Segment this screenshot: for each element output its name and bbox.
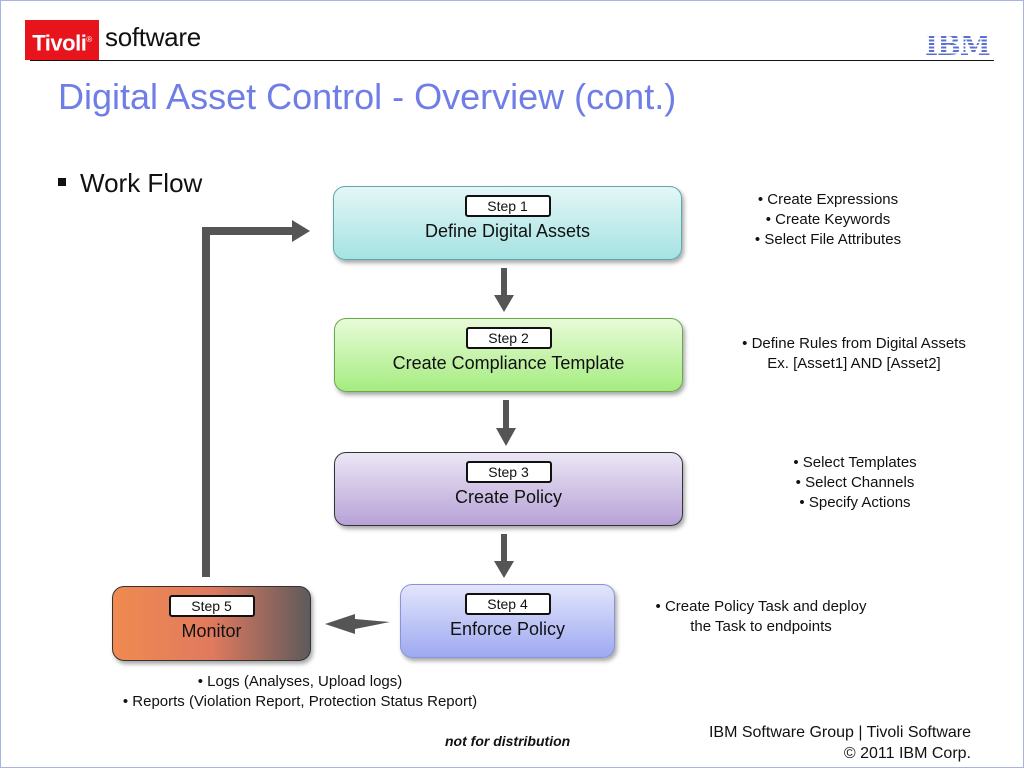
step-4-label: Enforce Policy [449, 619, 566, 639]
note-line: • Create Keywords [765, 211, 891, 228]
software-wordmark: software [105, 22, 201, 52]
arrow-step5-to-step1 [202, 220, 310, 577]
distribution-notice: not for distribution [445, 733, 571, 749]
step-5-box[interactable]: Step 5 Monitor [112, 586, 311, 661]
tivoli-logo: Tivoli® [25, 20, 99, 60]
step-1-notes: • Create Expressions • Create Keywords •… [718, 190, 938, 250]
header-divider [30, 60, 994, 61]
step-1-box[interactable]: Step 1 Define Digital Assets [333, 186, 682, 260]
step-5-badge: Step 5 [168, 595, 255, 617]
note-line: • Specify Actions [799, 494, 911, 511]
step-5-label: Monitor [181, 621, 242, 641]
footer: IBM Software Group | Tivoli Software © 2… [709, 722, 971, 764]
footer-group: IBM Software Group | Tivoli Software [708, 724, 971, 741]
note-line: the Task to endpoints [690, 618, 832, 635]
ibm-logo: IBM [925, 29, 991, 62]
step-5-notes: • Logs (Analyses, Upload logs) • Reports… [80, 672, 520, 712]
step-1-label: Define Digital Assets [424, 221, 591, 241]
arrow-step2-to-step3 [496, 400, 516, 446]
registered-mark: ® [86, 35, 92, 44]
step-3-notes: • Select Templates • Select Channels • S… [755, 453, 955, 513]
step-3-label: Create Policy [454, 487, 563, 507]
step-3-box[interactable]: Step 3 Create Policy [334, 452, 683, 526]
step-2-notes: • Define Rules from Digital Assets Ex. [… [712, 334, 996, 374]
arrow-step4-to-step5 [325, 614, 390, 634]
step-2-label: Create Compliance Template [392, 353, 625, 373]
bullet-text: Work Flow [80, 168, 203, 198]
tivoli-logo-text: Tivoli [32, 30, 87, 56]
note-line: • Select Channels [795, 474, 915, 491]
note-line: • Select Templates [793, 454, 917, 471]
step-1-badge: Step 1 [464, 195, 551, 217]
note-line: Ex. [Asset1] AND [Asset2] [767, 355, 941, 372]
arrow-step3-to-step4 [494, 534, 514, 578]
step-4-notes: • Create Policy Task and deploy the Task… [630, 597, 892, 637]
note-line: • Logs (Analyses, Upload logs) [197, 673, 403, 690]
step-2-box[interactable]: Step 2 Create Compliance Template [334, 318, 683, 392]
bullet-work-flow: Work Flow [58, 168, 202, 199]
arrow-step1-to-step2 [494, 268, 514, 312]
slide-title: Digital Asset Control - Overview (cont.) [58, 76, 677, 117]
note-line: • Create Expressions [757, 191, 899, 208]
step-4-box[interactable]: Step 4 Enforce Policy [400, 584, 615, 658]
note-line: • Create Policy Task and deploy [655, 598, 867, 615]
footer-copyright: © 2011 IBM Corp. [843, 745, 971, 762]
note-line: • Reports (Violation Report, Protection … [122, 693, 478, 710]
step-2-badge: Step 2 [465, 327, 552, 349]
note-line: • Select File Attributes [754, 231, 902, 248]
square-bullet-icon [58, 178, 66, 187]
note-line: • Define Rules from Digital Assets [742, 335, 966, 352]
step-4-badge: Step 4 [464, 593, 551, 615]
step-3-badge: Step 3 [465, 461, 552, 483]
